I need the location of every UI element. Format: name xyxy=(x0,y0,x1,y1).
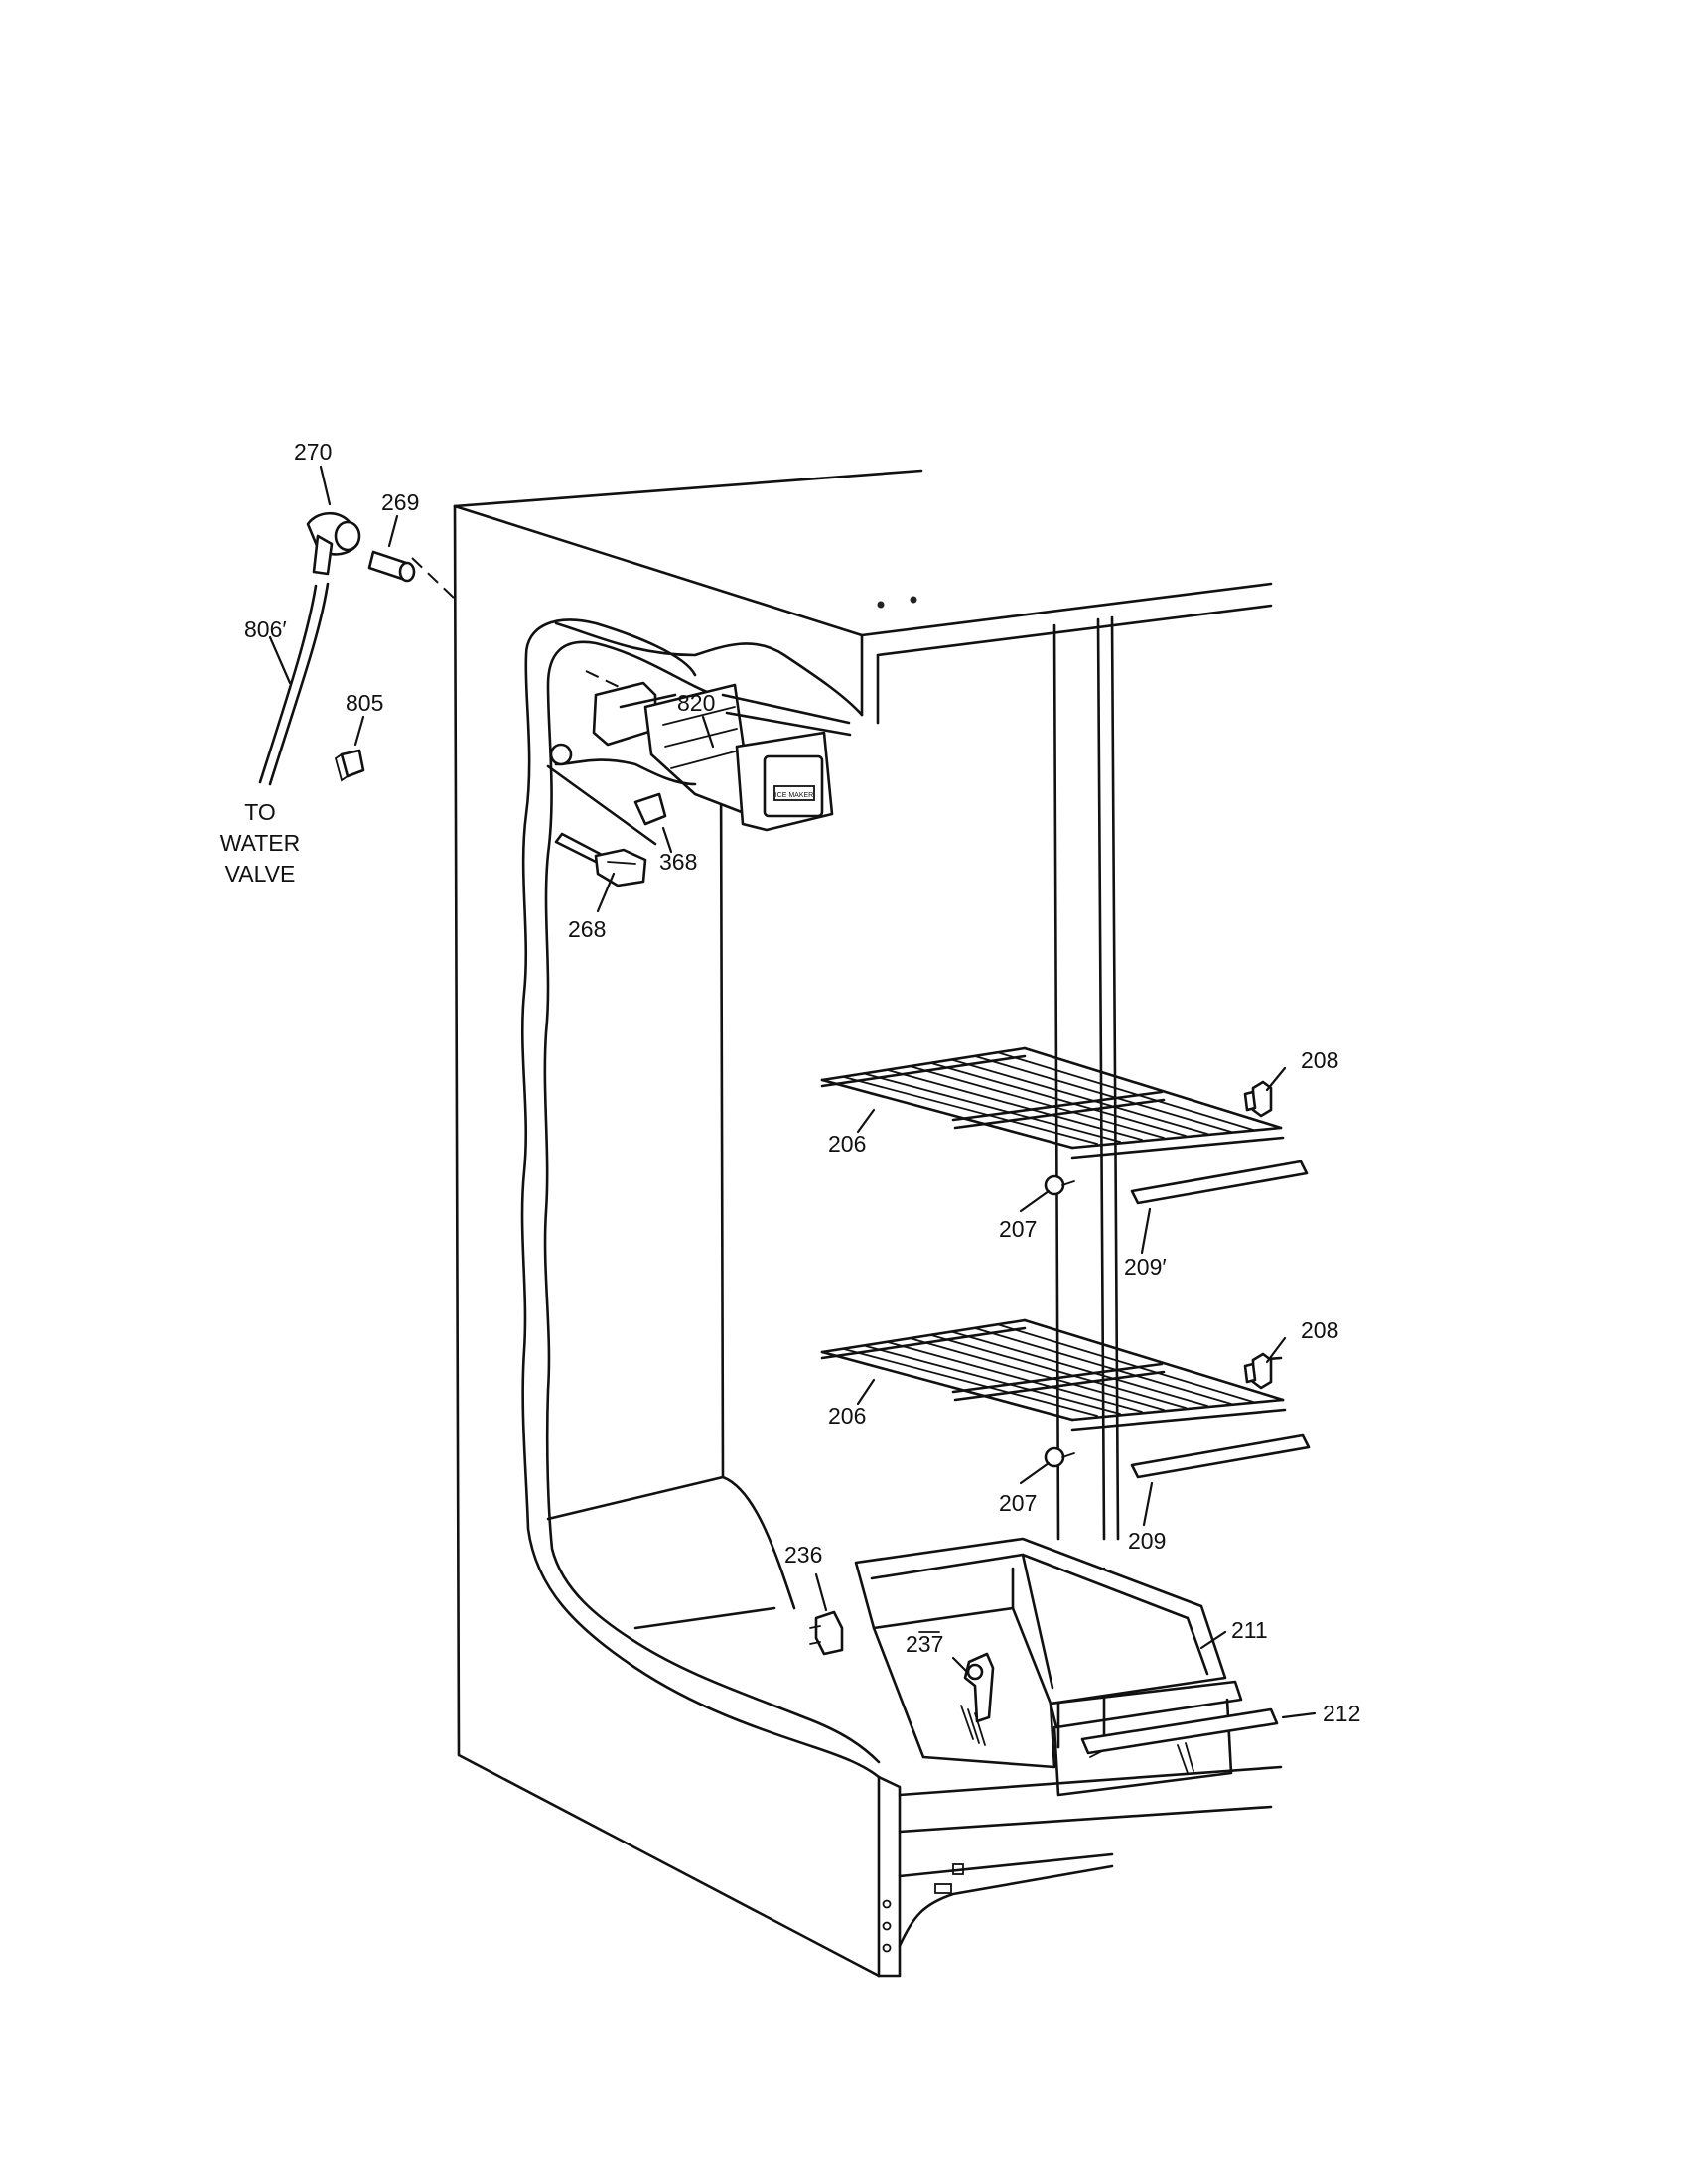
part-label-206-upper: 206 xyxy=(828,1131,866,1157)
part-label-208-upper: 208 xyxy=(1301,1047,1338,1073)
icemaker-assembly: ICE MAKER xyxy=(411,557,852,846)
part-label-806: 806′ xyxy=(244,616,287,642)
note-to: TO xyxy=(244,799,276,825)
water-line-parts xyxy=(258,511,416,786)
leader-lines xyxy=(268,465,1317,1719)
bracket-368 xyxy=(633,792,667,826)
part-label-207-upper: 207 xyxy=(999,1216,1037,1242)
part-label-368: 368 xyxy=(659,849,697,875)
harness-268 xyxy=(554,832,647,887)
bracket-237 xyxy=(963,1652,995,1723)
part-label-268: 268 xyxy=(568,916,606,942)
note-valve: VALVE xyxy=(225,861,296,887)
part-label-211: 211 xyxy=(1231,1617,1268,1643)
bracket-236 xyxy=(809,1610,844,1656)
note-water: WATER xyxy=(220,830,301,856)
part-label-209-lower: 209 xyxy=(1128,1528,1166,1554)
part-label-206-lower: 206 xyxy=(828,1403,866,1429)
part-label-236: 236 xyxy=(784,1542,822,1568)
part-label-820: 820 xyxy=(677,690,715,716)
part-label-805: 805 xyxy=(346,690,383,716)
shelf-upper xyxy=(820,1046,1309,1205)
shelf-lower xyxy=(820,1318,1311,1479)
part-label-270: 270 xyxy=(294,439,332,465)
part-label-269: 269 xyxy=(381,489,419,515)
part-label-209-upper: 209′ xyxy=(1124,1254,1167,1280)
part-label-208-lower: 208 xyxy=(1301,1317,1338,1343)
part-number-labels: 270 269 806′ 805 820 368 268 208 206 207… xyxy=(220,439,1361,1726)
icemaker-label: ICE MAKER xyxy=(775,792,814,799)
part-label-237: 237 xyxy=(906,1631,943,1657)
drawer-211 xyxy=(854,1537,1279,1797)
cabinet xyxy=(453,469,1283,1978)
part-label-207-lower: 207 xyxy=(999,1490,1037,1516)
part-label-212: 212 xyxy=(1323,1701,1360,1726)
